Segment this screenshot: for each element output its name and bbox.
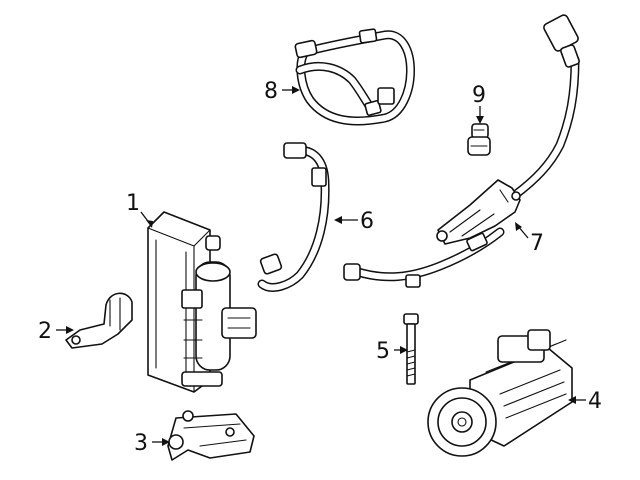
callout-8: 8 — [264, 79, 278, 104]
hose-assembly-part-7 — [343, 14, 580, 288]
accumulator-part-1 — [147, 211, 257, 393]
bolt-part-5 — [403, 313, 419, 385]
callout-2: 2 — [38, 319, 52, 344]
callout-4: 4 — [588, 389, 602, 414]
refrigerant-line-part-6 — [257, 142, 330, 292]
callout-1: 1 — [126, 191, 140, 216]
callout-leaders — [56, 86, 586, 446]
pressure-switch-part-9 — [467, 123, 491, 156]
suction-hose-part-8 — [294, 28, 415, 126]
callout-3: 3 — [134, 431, 148, 456]
callout-5: 5 — [376, 339, 390, 364]
callout-6: 6 — [360, 209, 374, 234]
bracket-part-3 — [167, 410, 255, 461]
callout-9: 9 — [472, 83, 486, 108]
callout-7: 7 — [530, 231, 544, 256]
bracket-part-2 — [65, 292, 133, 349]
callout-labels: 1 2 3 4 5 6 7 8 9 — [38, 79, 602, 456]
compressor-part-4 — [427, 329, 573, 457]
